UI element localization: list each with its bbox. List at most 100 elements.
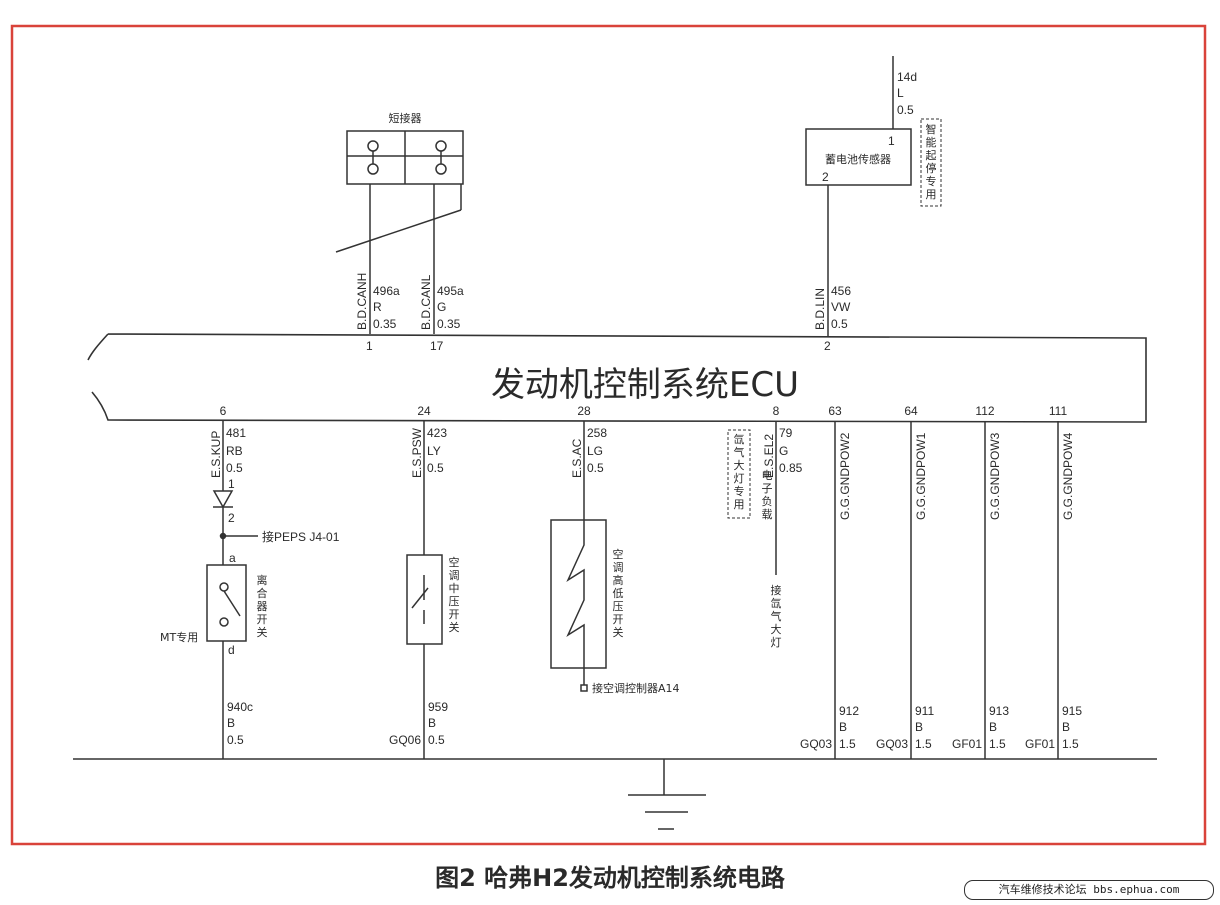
ac-medium-pressure-switch <box>406 554 443 645</box>
ac-controller-label: 接空调控制器A14 <box>592 681 680 695</box>
ground-point: GF01 <box>1025 737 1055 751</box>
xenon-note-char: 灯 <box>734 472 745 485</box>
xenon-note-char: 大 <box>734 458 745 472</box>
ac-hilo-label-char: 高 <box>613 573 624 587</box>
bottom-wire-color: G <box>779 444 788 458</box>
ac-hilo-label-char: 开 <box>613 613 624 626</box>
top-wire-number: 496a <box>373 284 400 298</box>
bottom-wire-number: 423 <box>427 426 447 440</box>
bottom-wire-size: 0.5 <box>226 461 243 475</box>
ecu-pin-bottom: 112 <box>975 404 994 418</box>
ground-wire-color: B <box>989 720 997 734</box>
ground-wire-size: 0.5 <box>227 733 244 747</box>
smart-stop-char: 智 <box>926 122 937 136</box>
ecu-title: 发动机控制系统ECU <box>491 365 799 405</box>
battery-wire-color: L <box>897 86 904 100</box>
ac-mid-label-char: 调 <box>449 569 460 582</box>
ecu-pin-bottom: 8 <box>773 404 780 418</box>
bottom-wire-number: 481 <box>226 426 246 440</box>
xenon-note-char: 专 <box>734 484 745 498</box>
bottom-wire-signal: G.G.GNDPOW4 <box>1061 432 1075 520</box>
ecu-pin-bottom: 63 <box>828 404 842 418</box>
battery-wire-size: 0.5 <box>897 103 914 117</box>
ground-wire-number: 940c <box>227 700 253 714</box>
to-xenon-char: 气 <box>771 609 782 623</box>
ecu-box <box>87 333 1147 423</box>
battery-sensor-pin1: 1 <box>888 134 895 148</box>
ground-wire-size: 1.5 <box>915 737 932 751</box>
battery-sensor-label: 蓄电池传感器 <box>825 153 891 166</box>
ground-point: GQ06 <box>389 733 421 747</box>
bottom-wire-number: 79 <box>779 426 793 440</box>
ground-icon <box>628 759 706 830</box>
clutch-label-char: 关 <box>257 625 268 639</box>
mt-only-label: MT专用 <box>160 630 198 644</box>
top-wire-number: 495a <box>437 284 464 298</box>
bottom-wire-signal: G.G.GNDPOW2 <box>838 432 852 520</box>
figure-caption: 图2 哈弗H2发动机控制系统电路 <box>435 864 785 892</box>
ecu-pin-bottom: 24 <box>417 404 431 418</box>
smart-stop-char: 用 <box>926 188 937 201</box>
ground-point: GF01 <box>952 737 982 751</box>
battery-wire-num: 14d <box>897 70 917 84</box>
bottom-wire-color: RB <box>226 444 243 458</box>
clutch-switch <box>206 564 247 642</box>
electronic-load-char: 电 <box>762 469 773 482</box>
ground-wire-number: 912 <box>839 704 859 718</box>
ac-hilo-label-char: 调 <box>613 561 624 574</box>
top-wire-signal: B.D.LIN <box>813 288 827 330</box>
shorting-connector <box>335 130 464 334</box>
ground-wire-number: 913 <box>989 704 1009 718</box>
ac-hilo-label-char: 低 <box>613 587 624 600</box>
ground-wire-color: B <box>839 720 847 734</box>
electronic-load-char: 载 <box>762 508 773 521</box>
ground-wire-color: B <box>915 720 923 734</box>
ecu-pin-bottom: 111 <box>1049 404 1068 418</box>
top-wire-color: R <box>373 300 382 314</box>
smart-stop-note-box <box>920 118 942 207</box>
smart-stop-char: 起 <box>926 149 937 162</box>
circuit-diagram: 发动机控制系统ECU 短接器 蓄电池传感器 1 2 14d L 0.5 智能起停… <box>10 24 1207 846</box>
to-xenon-char: 接 <box>771 584 782 597</box>
ac-mid-label-char: 空 <box>449 555 460 569</box>
electronic-load-char: 子 <box>762 482 773 495</box>
diagram-frame <box>10 24 1207 846</box>
ac-mid-label-char: 压 <box>449 595 460 608</box>
ecu-pin-bottom: 28 <box>577 404 591 418</box>
ground-wire-color: B <box>227 716 235 730</box>
clutch-label-char: 合 <box>257 586 268 600</box>
diode-pin2: 2 <box>228 511 235 525</box>
ground-wire-size: 0.5 <box>428 733 445 747</box>
ac-mid-label-char: 中 <box>449 582 460 595</box>
top-wire-size: 0.35 <box>437 317 461 331</box>
bottom-wires <box>222 420 1059 759</box>
bottom-wire-signal: G.G.GNDPOW1 <box>914 432 928 520</box>
ground-point: GQ03 <box>800 737 832 751</box>
clutch-pin-d: d <box>228 643 235 657</box>
ecu-pin-top: 17 <box>430 339 444 353</box>
ecu-pin-bottom: 64 <box>904 404 918 418</box>
bottom-wire-signal: E.S.EL2 <box>762 434 776 478</box>
ground-wire-number: 911 <box>915 704 934 718</box>
ac-high-low-pressure-switch <box>550 519 607 692</box>
bottom-wire-signal: E.S.PSW <box>410 427 424 478</box>
forum-watermark: 汽车维修技术论坛 bbs.ephua.com <box>964 880 1214 900</box>
ecu-pin-top: 1 <box>366 339 373 353</box>
ground-wire-size: 1.5 <box>989 737 1006 751</box>
bottom-wire-size: 0.85 <box>779 461 803 475</box>
ground-wire-labels: 940cB0.5959B0.5GQ06912B1.5GQ03911B1.5GQ0… <box>227 700 1082 751</box>
ground-wire-color: B <box>428 716 436 730</box>
peps-label: 接PEPS J4-01 <box>262 529 340 544</box>
shorting-connector-label: 短接器 <box>389 111 422 125</box>
smart-stop-char: 能 <box>926 135 937 149</box>
bottom-wire-color: LG <box>587 444 603 458</box>
to-xenon-char: 灯 <box>771 636 782 649</box>
clutch-label-char: 器 <box>257 600 268 613</box>
ground-wire-color: B <box>1062 720 1070 734</box>
bottom-wire-size: 0.5 <box>427 461 444 475</box>
top-wire-size: 0.35 <box>373 317 397 331</box>
